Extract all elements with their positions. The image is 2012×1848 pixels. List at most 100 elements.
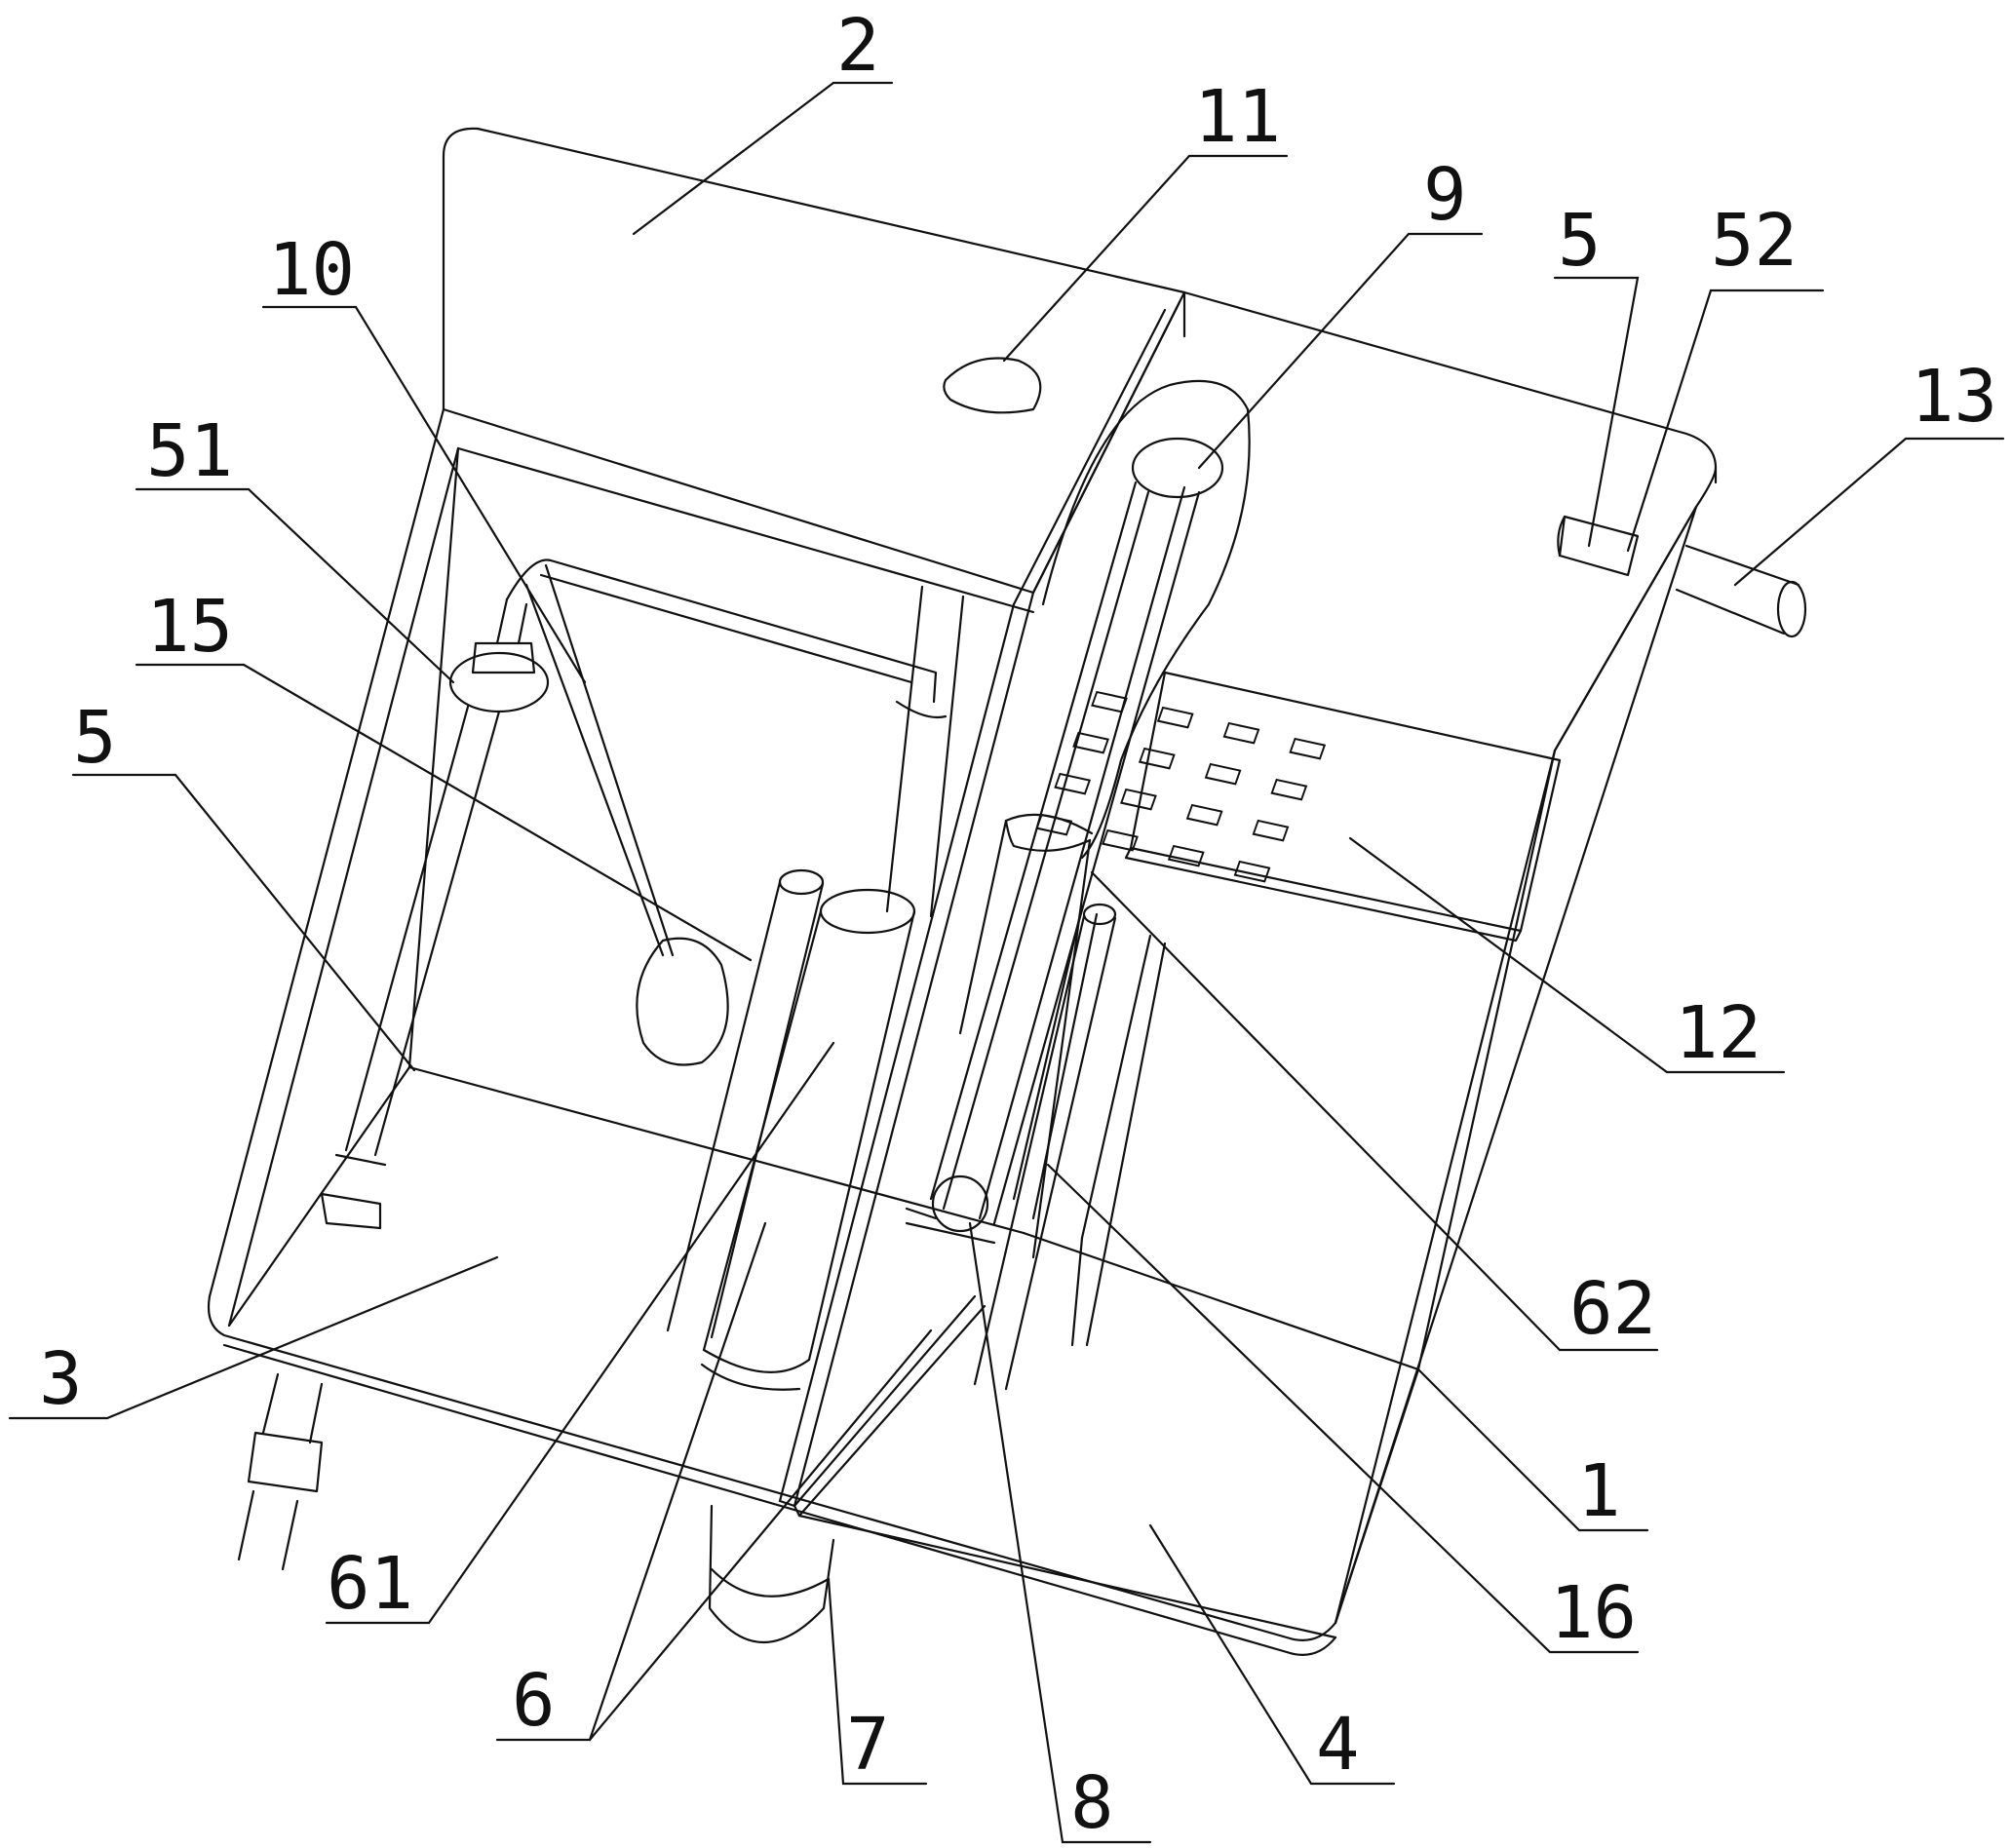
partition-top-edge [1031, 300, 1181, 595]
partition-base [793, 1504, 1337, 1639]
rod-left [885, 585, 965, 918]
pipes-6 [666, 585, 1117, 1643]
label-5b: 5 [73, 696, 117, 780]
label-6: 6 [512, 1659, 556, 1743]
channel-9 [905, 379, 1251, 1347]
big-pipe-bottom [702, 1348, 811, 1373]
big-pipe-bottom-lower [700, 1363, 801, 1391]
hole-1-1 [1138, 747, 1176, 770]
hole-3-1 [1102, 828, 1139, 852]
leader-11 [1002, 154, 1289, 363]
outlet-pipe [1675, 544, 1800, 635]
valve-pipe [344, 705, 501, 1157]
left-inner-frame [227, 446, 1035, 1328]
right-back-top [1553, 505, 1698, 752]
hole-0-3 [1289, 737, 1327, 760]
big-pipe-left [702, 909, 823, 1352]
label-51: 51 [146, 409, 233, 493]
label-61: 61 [327, 1542, 413, 1626]
label-52: 52 [1711, 199, 1798, 283]
float-assembly [505, 558, 948, 1066]
label-5a: 5 [1558, 199, 1602, 283]
plate-16-left [1012, 905, 1099, 1220]
hole-0-1 [1156, 706, 1194, 729]
valve-5-side [1557, 515, 1567, 558]
thin-pipe-top [778, 868, 825, 896]
drain-fitting [237, 1372, 324, 1571]
left-wall-outer [207, 407, 1718, 1641]
right-pipe-top [1082, 903, 1117, 926]
hole-3-3 [1233, 860, 1271, 883]
channel-top-opening-9 [1131, 437, 1224, 499]
valve-bottom [320, 1153, 387, 1230]
label-1: 1 [1577, 1449, 1621, 1533]
mesh-holes [1035, 690, 1327, 883]
label-16: 16 [1550, 1571, 1637, 1655]
leader-2 [632, 81, 894, 236]
hole-3-2 [1167, 844, 1205, 867]
leader-7 [827, 1577, 928, 1786]
leader-52 [1626, 289, 1825, 553]
leader-9 [1197, 232, 1484, 470]
leader-12 [1348, 836, 1786, 1074]
channel-bottom [905, 1207, 996, 1245]
leader-61 [325, 1041, 835, 1625]
thin-pipe-body [666, 880, 825, 1339]
drain-lower [237, 1489, 299, 1571]
outlet-13 [1675, 544, 1807, 638]
channel-rail-right [978, 485, 1201, 1225]
hole-2-3 [1252, 819, 1290, 842]
tube-62-top [1004, 813, 1094, 852]
housing-1 [207, 127, 1718, 1656]
mesh-edge [1124, 846, 1523, 943]
hole-2-2 [1185, 803, 1223, 827]
label-7: 7 [846, 1703, 890, 1787]
leader-6b [588, 1328, 933, 1742]
partition-wall [778, 300, 1337, 1639]
lid-2 [442, 127, 1186, 411]
valve-body [471, 641, 536, 674]
left-floor-edge [227, 1065, 1025, 1328]
mesh-frame [1129, 671, 1562, 933]
label-9: 9 [1423, 153, 1467, 237]
ball-8 [931, 1174, 989, 1233]
leader-lines [8, 81, 2005, 1844]
pipe-7 [708, 1504, 835, 1643]
big-pipe-top [819, 888, 916, 935]
leader-8 [968, 1221, 1152, 1844]
partition-front-diag [1012, 308, 1167, 606]
drain-nut [247, 1431, 324, 1493]
plate-16-right [1070, 934, 1167, 1347]
leader-1 [1416, 1367, 1649, 1532]
float-15 [636, 937, 729, 1066]
valve-nut [448, 651, 550, 713]
valve-5-52 [1557, 515, 1640, 577]
mesh-12 [1035, 671, 1562, 943]
channel-outline [1041, 379, 1251, 860]
label-15: 15 [146, 585, 233, 669]
label-10: 10 [268, 228, 355, 312]
label-13: 13 [1911, 355, 1997, 439]
leader-3 [8, 1255, 499, 1420]
big-pipe-right [807, 909, 916, 1362]
leader-4 [1148, 1523, 1396, 1786]
lid-right-edge [1182, 290, 1718, 484]
label-11: 11 [1194, 75, 1281, 159]
hole-1-0 [1072, 731, 1109, 754]
leader-5b [71, 773, 416, 1072]
label-2: 2 [836, 4, 880, 88]
cover-hole-11 [943, 357, 1042, 414]
label-12: 12 [1675, 991, 1761, 1075]
right-floor-edge [1022, 1231, 1420, 1371]
leader-5a [1553, 276, 1640, 548]
hole-1-3 [1270, 778, 1308, 801]
hole-0-0 [1091, 690, 1128, 713]
leader-10 [261, 305, 587, 684]
label-62: 62 [1569, 1267, 1656, 1351]
hanger-cross [539, 573, 948, 719]
leader-62 [1090, 870, 1659, 1352]
partition-lower-diag [793, 1294, 987, 1518]
right-pipe-body [973, 914, 1117, 1391]
leader-13 [1733, 437, 2005, 587]
